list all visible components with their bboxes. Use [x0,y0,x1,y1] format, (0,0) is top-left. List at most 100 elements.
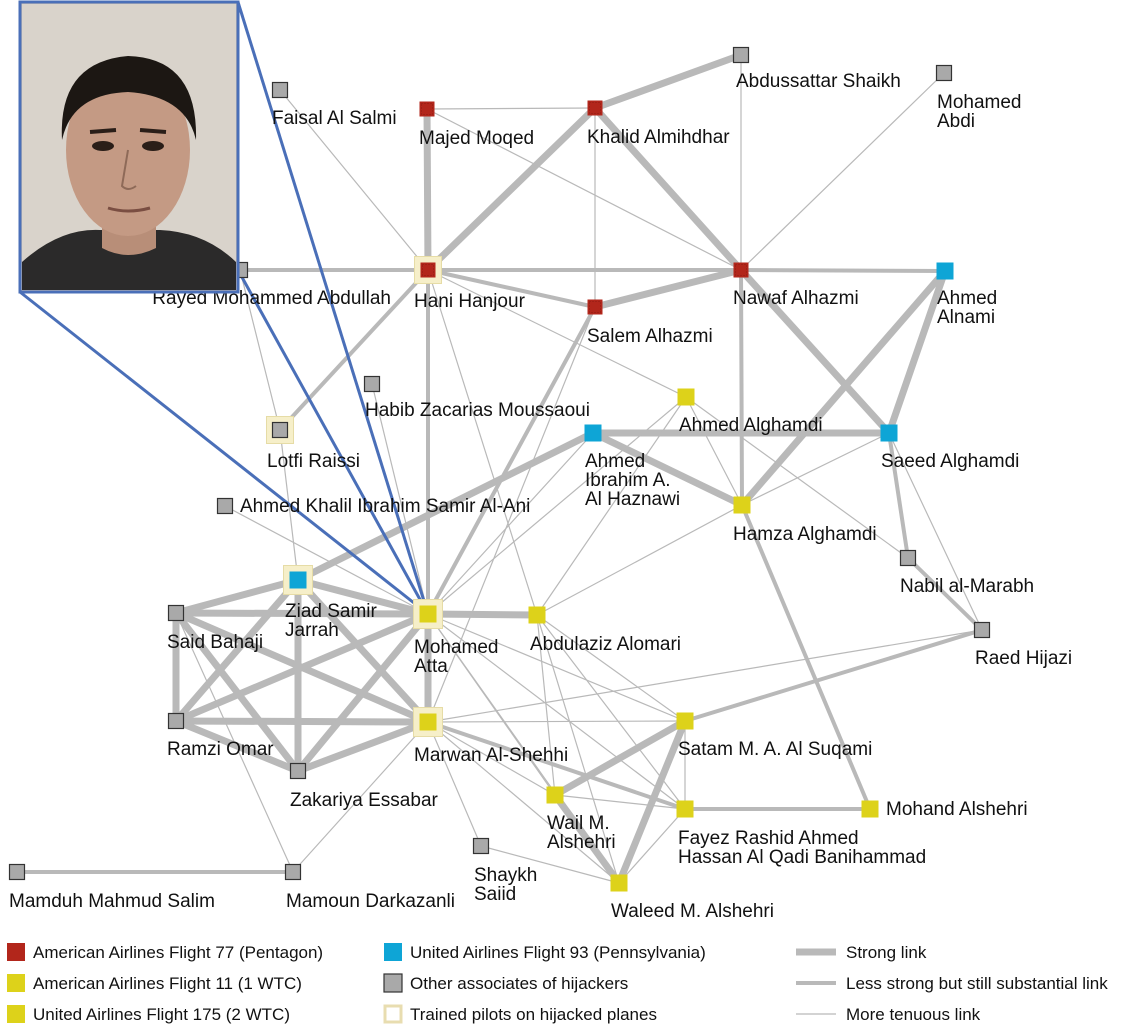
node-salem[interactable]: Salem Alhazmi [587,299,713,348]
node-alani[interactable]: Ahmed Khalil Ibrahim Samir Al-Ani [216,496,531,517]
node-saeed[interactable]: Saeed Alghamdi [880,424,1020,473]
node-khalid[interactable]: Khalid Almihdhar [587,100,730,149]
link-wail-fayez [554,794,686,810]
link-marwan-satam [427,720,686,723]
link-hamza-saeed [741,432,890,506]
node-satam[interactable]: Satam M. A. Al Suqami [676,712,873,761]
link-salem-atta [426,305,597,616]
link-atta-moussaoui [371,383,429,615]
link-zakariya-marwan [294,718,432,775]
node-faisal[interactable]: Faisal Al Salmi [271,81,397,130]
link-fayez-waleed [618,808,686,884]
links-layer [15,51,984,887]
legend-link-2: Less strong but still substantial link [796,974,1108,993]
link-ramzi-marwan [172,717,432,726]
node-nabil[interactable]: Nabil al-Marabh [899,549,1034,598]
node-alomari[interactable]: Abdulaziz Alomari [528,606,682,656]
link-nawaf-saeed [737,266,893,437]
node-marker-ua175 [733,496,751,514]
legend-item-ua93: United Airlines Flight 93 (Pennsylvania) [384,943,706,962]
node-label-wail: Wail M.Alshehri [547,813,616,853]
node-marker-aa11 [610,874,628,892]
node-marker-ua175 [676,800,694,818]
node-marwan[interactable]: Marwan Al-Shehhi [413,707,569,767]
legend-link-1: More tenuous link [796,1005,981,1024]
node-ramzi[interactable]: Ramzi Omar [167,712,274,761]
callout-line-2 [19,290,429,616]
node-waleed[interactable]: Waleed M. Alshehri [610,874,774,923]
legend-label: American Airlines Flight 77 (Pentagon) [33,943,323,962]
legend-label: More tenuous link [846,1005,981,1024]
photo-right-eye [142,141,164,151]
node-label-faisal: Faisal Al Salmi [272,108,397,129]
link-wail-waleed [551,791,623,887]
node-mohand[interactable]: Mohand Alshehri [861,799,1028,820]
pilot-frame [266,416,294,444]
link-haznawi-ziad [294,429,597,584]
node-wail[interactable]: Wail M.Alshehri [546,786,616,854]
node-bahaji[interactable]: Said Bahaji [167,604,263,654]
link-hani-salem [426,268,597,309]
node-label-aalghamdi: Ahmed Alghamdi [679,415,823,436]
node-hijazi[interactable]: Raed Hijazi [973,621,1073,670]
node-moussaoui[interactable]: Habib Zacarias Moussaoui [363,375,590,422]
link-atta-alomari [424,610,541,619]
link-atta-fayez [427,613,686,810]
node-zakariya[interactable]: Zakariya Essabar [289,762,439,812]
legend-link-3: Strong link [796,943,927,962]
node-hamza[interactable]: Hamza Alghamdi [733,496,877,546]
node-marker-other [8,863,26,881]
link-alomari-satam [536,614,686,722]
link-alomari-aalghamdi [536,396,687,616]
node-marker-texture [735,264,747,276]
link-satam-waleed [615,717,689,887]
node-mamoun[interactable]: Mamoun Darkazanli [284,863,455,913]
node-label-alani: Ahmed Khalil Ibrahim Samir Al-Ani [240,496,530,517]
link-saeed-hijazi [888,432,983,631]
node-marker-other [167,604,185,622]
node-label-nabil: Nabil al-Marabh [900,576,1034,597]
node-marker-ua93 [880,424,898,442]
link-satam-wail [551,717,689,799]
node-marker-other [732,46,750,64]
node-mamduh[interactable]: Mamduh Mahmud Salim [8,863,215,913]
node-lotfi[interactable]: Lotfi Raissi [266,416,360,473]
node-aalghamdi[interactable]: Ahmed Alghamdi [677,388,823,437]
node-marker-aa11 [546,786,564,804]
node-label-waleed: Waleed M. Alshehri [611,901,774,922]
legend-swatch [7,943,25,961]
node-marker-other [284,863,302,881]
node-marker-texture [589,301,601,313]
node-marker-ua175 [861,800,879,818]
link-aalghamdi-hamza [685,396,743,506]
legend-label: United Airlines Flight 175 (2 WTC) [33,1005,290,1024]
link-majed-hani [423,105,432,274]
node-marker-ua93 [584,424,602,442]
photo-nose [120,149,137,190]
node-hani[interactable]: Hani Hanjour [414,256,526,313]
node-nawaf[interactable]: Nawaf Alhazmi [733,262,859,310]
node-label-zakariya: Zakariya Essabar [290,790,439,811]
node-marker-aa11 [528,606,546,624]
node-marker-other [472,837,490,855]
node-majed[interactable]: Majed Moqed [419,101,534,150]
link-atta-satam [427,613,686,722]
node-label-hijazi: Raed Hijazi [975,648,1072,669]
photo-left-eye [92,141,114,151]
legend-label: Less strong but still substantial link [846,974,1108,993]
link-majed-nawaf [426,108,742,271]
node-marker-other [271,421,289,439]
node-abdussattar[interactable]: Abdussattar Shaikh [732,46,901,93]
callout-line-0 [236,1,430,615]
